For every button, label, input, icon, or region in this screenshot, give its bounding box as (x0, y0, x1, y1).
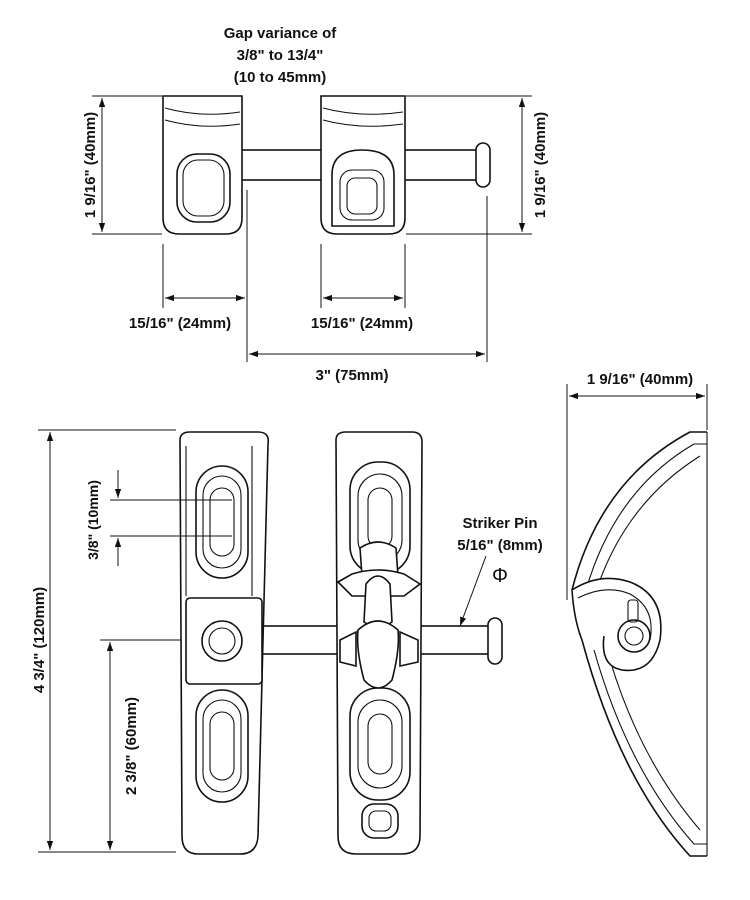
top-right-height-label: 1 9/16" (40mm) (532, 112, 549, 218)
gap-variance-line2: 3/8" to 13/4" (237, 47, 324, 64)
striker-pin-size: 5/16" (8mm) (457, 537, 542, 554)
total-height-dim: 4 3/4" (120mm) (31, 429, 176, 853)
top-right-height-dim: 1 9/16" (40mm) (406, 95, 549, 235)
lower-height-label: 2 3/8" (60mm) (123, 697, 140, 795)
right-width-label: 15/16" (24mm) (311, 315, 413, 332)
top-left-block (162, 95, 243, 235)
gap-variance-line1: Gap variance of (224, 25, 338, 42)
slot-height-dim: 3/8" (10mm) (85, 470, 232, 566)
left-width-label: 15/16" (24mm) (129, 315, 231, 332)
top-right-block (320, 95, 406, 235)
diameter-symbol: Φ (492, 565, 508, 587)
top-left-height-dim: 1 9/16" (40mm) (82, 95, 162, 235)
side-view: 1 9/16" (40mm) (566, 371, 708, 857)
top-width-dims: 15/16" (24mm) 15/16" (24mm) 3" (75mm) (129, 190, 488, 384)
top-view: Gap variance of 3/8" to 13/4" (10 to 45m… (82, 25, 549, 384)
overall-width-label: 3" (75mm) (316, 367, 389, 384)
total-height-label: 4 3/4" (120mm) (31, 587, 48, 693)
front-right-plate (335, 431, 423, 855)
striker-pin-callout: Striker Pin 5/16" (8mm) Φ (457, 515, 543, 627)
side-width-label: 1 9/16" (40mm) (587, 371, 693, 388)
slot-height-label: 3/8" (10mm) (85, 480, 101, 560)
front-view: 4 3/4" (120mm) 2 3/8" (60mm) (31, 429, 543, 855)
front-left-plate (179, 431, 270, 855)
gap-variance-line3: (10 to 45mm) (234, 69, 327, 86)
lower-height-dim: 2 3/8" (60mm) (100, 639, 196, 850)
top-left-height-label: 1 9/16" (40mm) (82, 112, 99, 218)
striker-pin-title: Striker Pin (462, 515, 537, 532)
